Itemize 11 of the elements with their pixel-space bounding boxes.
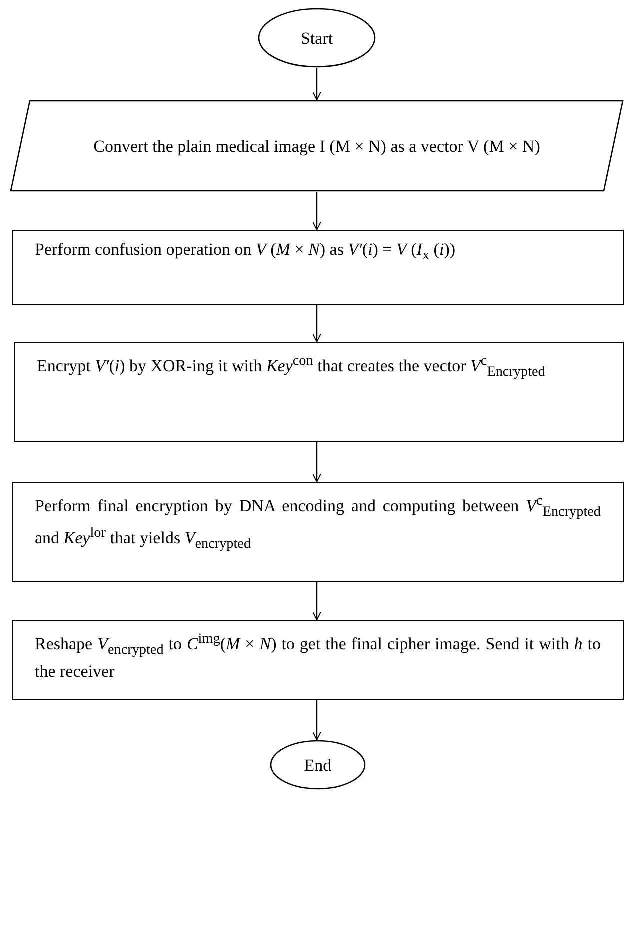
arrow [312,700,322,740]
arrow [312,442,322,482]
arrow [312,582,322,620]
process-box: Reshape V$_{encrypted}$ to C$^{img}$(M × N) to get the final cipher image. Send it with h to the receiver [12,620,624,700]
end-terminal: End [270,740,366,790]
arrow [312,68,322,100]
start-terminal: Start [258,8,376,68]
arrow [312,192,322,230]
input-parallelogram: Convert the plain medical image I (M × N) as a vector V (M × N) [10,100,624,192]
process-box: Perform confusion operation on V (M × N) as V′(i) = V (I$_{x}$ (i)) [12,230,624,305]
arrow [312,305,322,342]
